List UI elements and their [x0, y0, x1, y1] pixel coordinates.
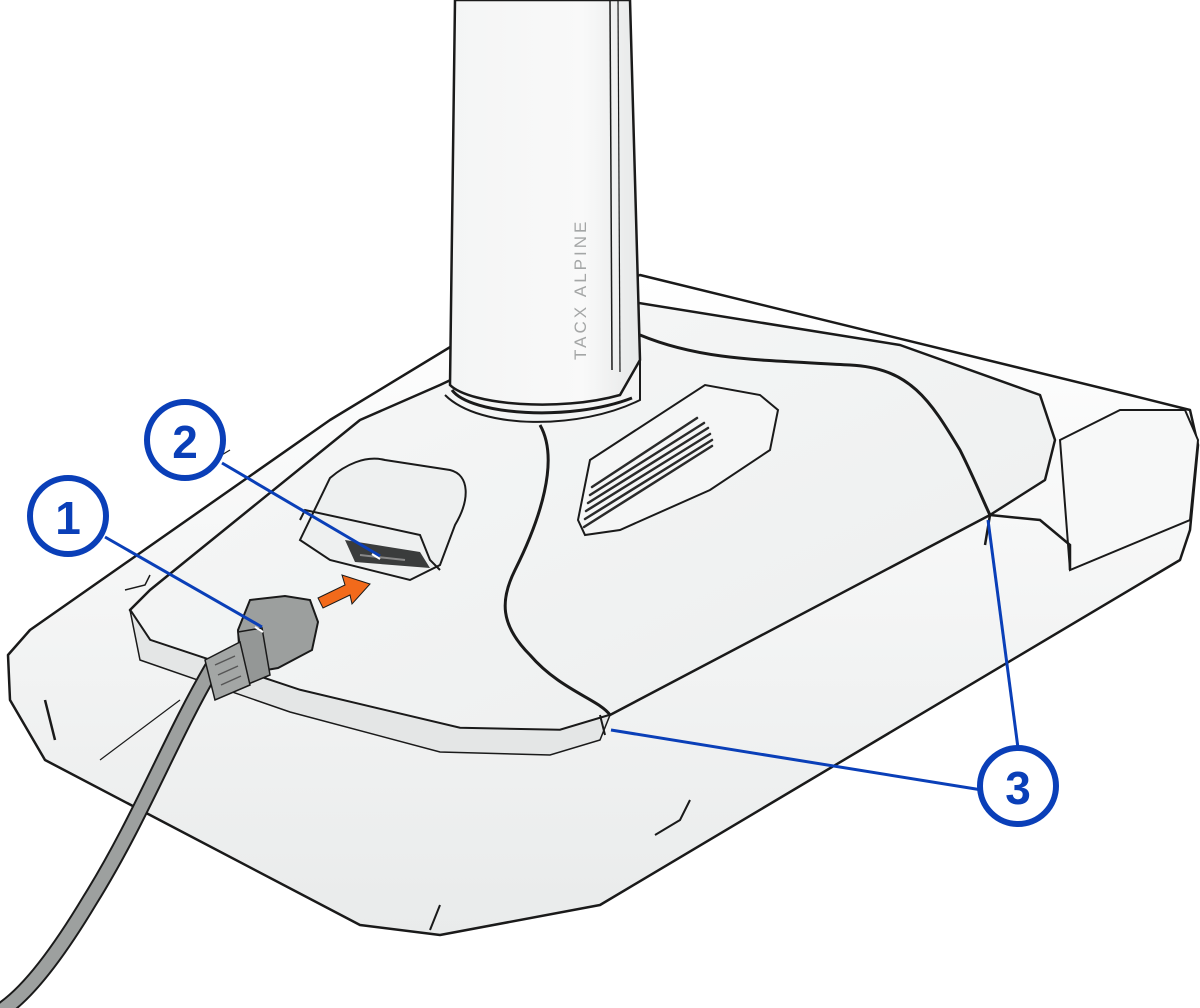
- callout-3: 3: [977, 745, 1059, 827]
- arrow-right-icon: [317, 574, 371, 609]
- callout-3-number: 3: [1005, 762, 1031, 814]
- power-cable: [0, 659, 221, 1008]
- callout-2-number: 2: [172, 416, 198, 468]
- grip-pad: [576, 383, 780, 537]
- power-plug: [204, 594, 320, 702]
- callout-2: 2: [144, 399, 226, 481]
- callout-leaders: [104, 461, 1020, 792]
- callout-1-number: 1: [55, 492, 81, 544]
- callout-1: 1: [27, 475, 109, 557]
- brand-label: TACX ALPINE: [571, 219, 590, 360]
- power-port-recess: [298, 457, 467, 582]
- upright-post: TACX ALPINE: [444, 0, 642, 423]
